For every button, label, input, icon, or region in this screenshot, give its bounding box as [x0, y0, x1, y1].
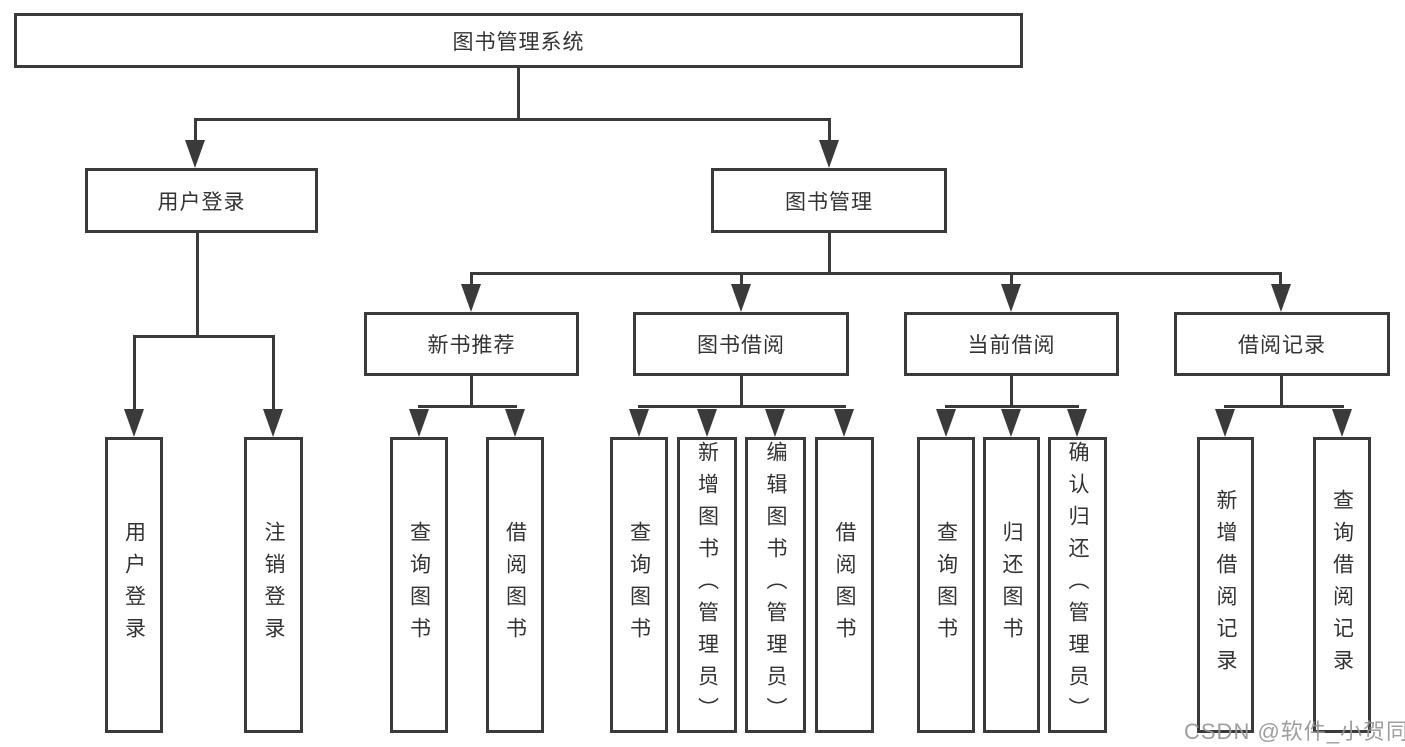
connector-line [1010, 272, 1013, 288]
arrowhead-down-icon [1271, 284, 1291, 312]
leaf-user-login: 用户登录 [105, 437, 163, 733]
leaf-add-book-admin: 新增图书（管理员） [677, 437, 737, 733]
leaf-query-books: 查询图书 [610, 437, 668, 733]
connector-line [517, 68, 520, 120]
connector-line [470, 376, 473, 407]
leaf-confirm-return-admin: 确认归还（管理员） [1048, 437, 1107, 733]
node-borrow-records: 借阅记录 [1174, 312, 1390, 376]
arrowhead-down-icon [697, 409, 717, 437]
connector-line [1280, 376, 1283, 407]
node-book-borrow: 图书借阅 [633, 312, 849, 376]
leaf-query-borrow-record: 查询借阅记录 [1313, 437, 1371, 733]
leaf-logout: 注销登录 [244, 437, 303, 733]
arrowhead-down-icon [409, 409, 429, 437]
connector-line [828, 118, 831, 144]
connector-line [194, 118, 831, 121]
leaf-query-books: 查询图书 [390, 437, 448, 733]
connector-line [272, 335, 275, 413]
arrowhead-down-icon [1067, 409, 1087, 437]
arrowhead-down-icon [124, 409, 144, 437]
node-root-system: 图书管理系统 [14, 13, 1023, 68]
node-user-login: 用户登录 [85, 168, 318, 233]
arrowhead-down-icon [629, 409, 649, 437]
leaf-borrow-books: 借阅图书 [486, 437, 544, 733]
node-book-management: 图书管理 [711, 168, 947, 233]
node-current-borrow: 当前借阅 [904, 312, 1119, 376]
leaf-borrow-books: 借阅图书 [815, 437, 874, 733]
connector-line [828, 233, 831, 274]
connector-line [945, 405, 1079, 408]
arrowhead-down-icon [505, 409, 525, 437]
arrowhead-down-icon [731, 284, 751, 312]
arrowhead-down-icon [1001, 409, 1021, 437]
connector-line [740, 376, 743, 407]
connector-line [470, 272, 473, 288]
arrowhead-down-icon [765, 409, 785, 437]
leaf-add-borrow-record: 新增借阅记录 [1197, 437, 1254, 733]
connector-line [196, 233, 199, 337]
connector-line [133, 335, 136, 413]
leaf-edit-book-admin: 编辑图书（管理员） [745, 437, 806, 733]
arrowhead-down-icon [461, 284, 481, 312]
connector-line [470, 272, 1282, 275]
arrowhead-down-icon [1332, 409, 1352, 437]
node-new-book-recommend: 新书推荐 [364, 312, 579, 376]
leaf-return-books: 归还图书 [983, 437, 1040, 733]
connector-line [740, 272, 743, 288]
arrowhead-down-icon [834, 409, 854, 437]
arrowhead-down-icon [819, 140, 839, 168]
leaf-query-books: 查询图书 [917, 437, 975, 733]
arrowhead-down-icon [263, 409, 283, 437]
connector-line [418, 405, 517, 408]
connector-line [638, 405, 846, 408]
arrowhead-down-icon [1215, 409, 1235, 437]
arrowhead-down-icon [936, 409, 956, 437]
arrowhead-down-icon [185, 140, 205, 168]
arrowhead-down-icon [1001, 284, 1021, 312]
connector-line [194, 118, 197, 144]
connector-line [133, 335, 275, 338]
csdn-watermark: CSDN @软件_小贺同学 [1184, 719, 1405, 744]
connector-line [1224, 405, 1344, 408]
connector-line [1279, 272, 1282, 288]
connector-line [1010, 376, 1013, 407]
